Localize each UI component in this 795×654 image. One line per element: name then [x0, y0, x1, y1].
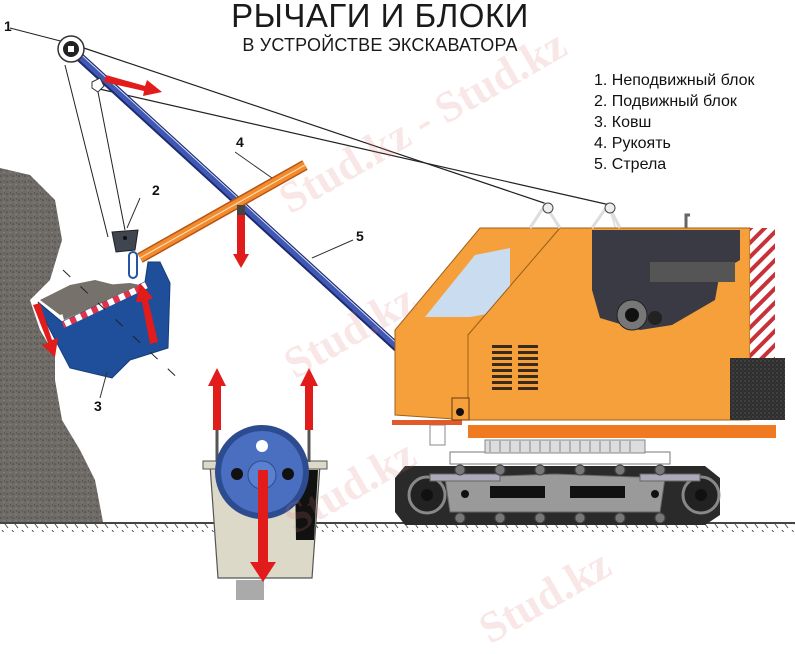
diagram-title: РЫЧАГИ И БЛОКИ В УСТРОЙСТВЕ ЭКСКАВАТОРА	[200, 0, 560, 56]
callout-movable-block: 2	[152, 182, 160, 198]
legend-item-bucket: 3. Ковш	[594, 114, 652, 131]
legend-item-fixed-block: 1. Неподвижный блок	[594, 72, 755, 89]
excavator-body	[392, 202, 785, 525]
callout-fixed-block: 1	[4, 18, 12, 34]
pulley-illustration	[202, 368, 328, 600]
title-subtitle: В УСТРОЙСТВЕ ЭКСКАВАТОРА	[242, 35, 518, 55]
excavator-diagram	[0, 27, 795, 600]
fixed-block	[57, 35, 85, 63]
legend-item-movable-block: 2. Подвижный блок	[594, 93, 737, 110]
legend: 1. Неподвижный блок 2. Подвижный блок 3.…	[594, 70, 755, 175]
legend-item-boom: 5. Стрела	[594, 156, 667, 173]
callout-bucket: 3	[94, 398, 102, 414]
callout-handle: 4	[236, 134, 244, 150]
title-main: РЫЧАГИ И БЛОКИ	[231, 0, 529, 34]
legend-item-handle: 4. Рукоять	[594, 135, 671, 152]
rock-face	[0, 168, 103, 522]
callout-boom: 5	[356, 228, 364, 244]
